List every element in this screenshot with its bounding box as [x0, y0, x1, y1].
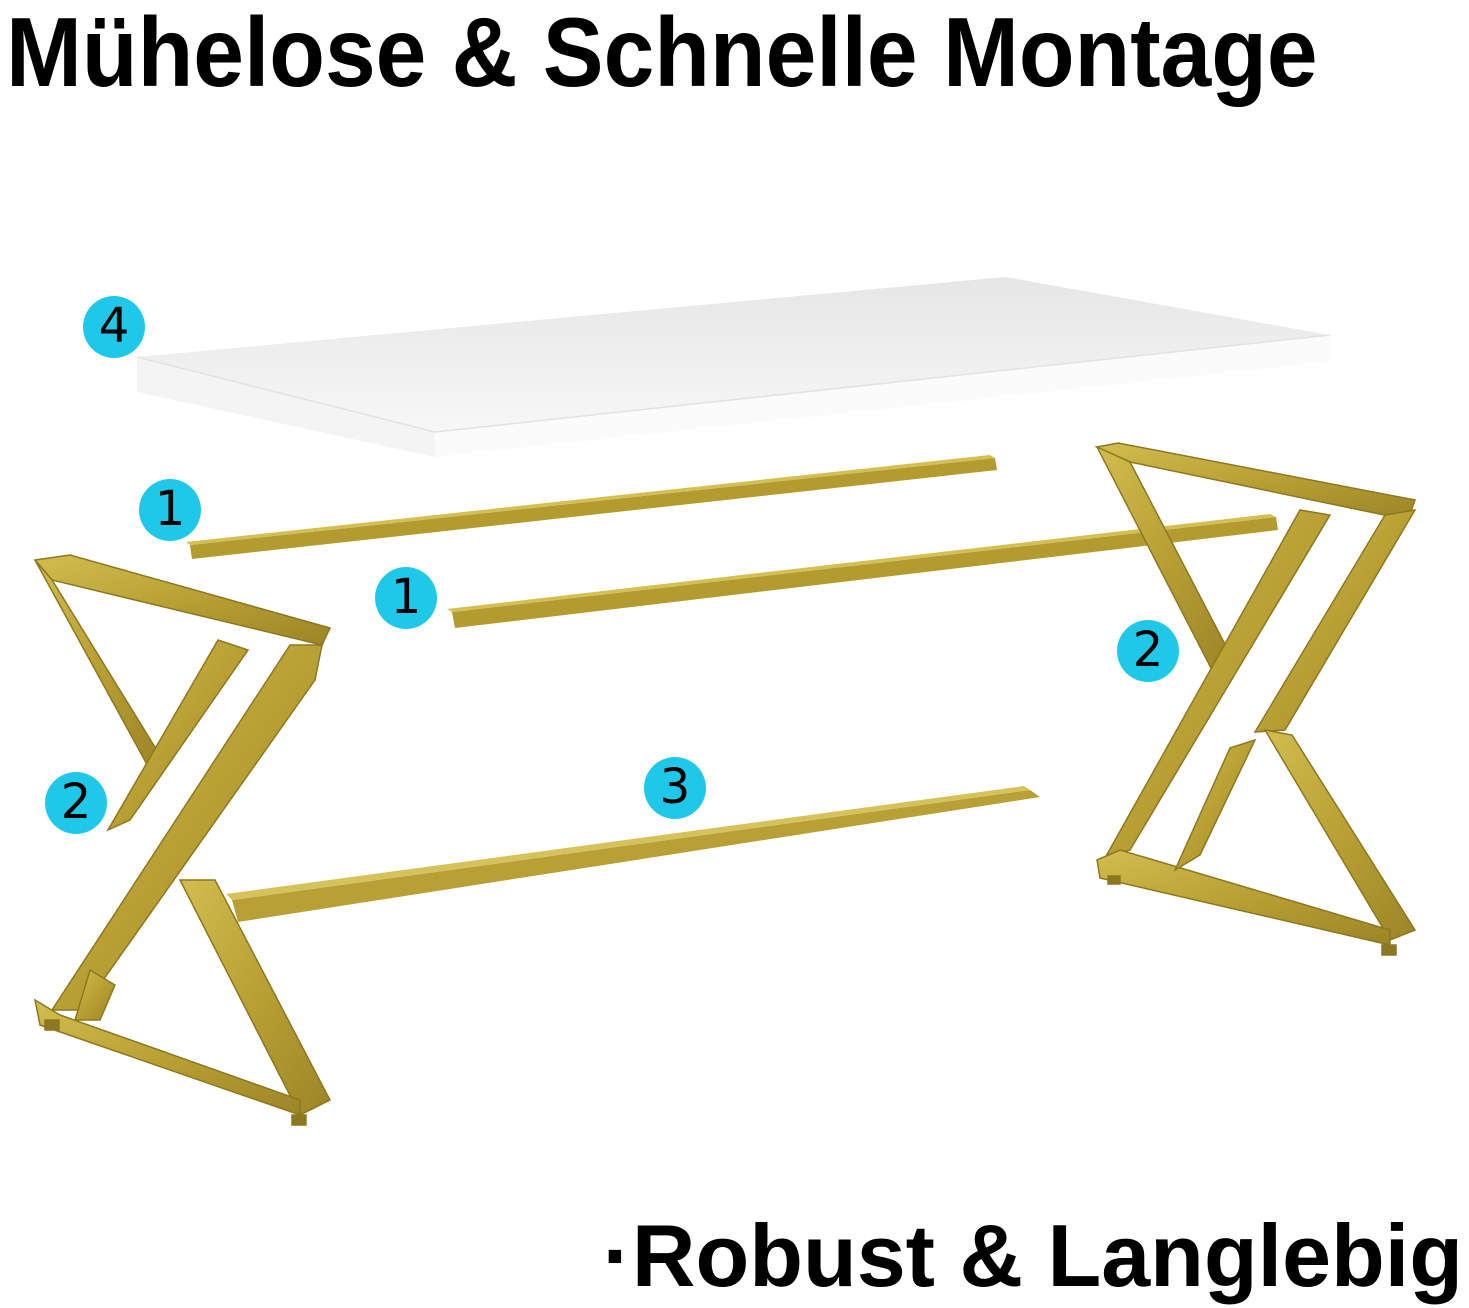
badge-part-leg-right: 2 — [1117, 620, 1179, 682]
crossbar-top-left — [186, 455, 997, 559]
crossbar-top-right — [447, 514, 1278, 628]
badge-part-leg-left: 2 — [45, 772, 107, 834]
badge-part-crossbar-top-left: 1 — [139, 479, 201, 541]
headline: Mühelose & Schnelle Montage — [0, 0, 1469, 107]
badge-part-bottom-bar: 3 — [644, 757, 706, 819]
footer-tagline: ·Robust & Langlebig — [460, 1205, 1469, 1305]
badge-part-crossbar-top-right: 1 — [375, 567, 437, 629]
page-title: Mühelose & Schnelle Montage — [6, 0, 1318, 107]
bottom-bar — [226, 786, 1040, 922]
tagline: ·Robust & Langlebig — [602, 1206, 1463, 1305]
badge-part-tabletop: 4 — [83, 296, 145, 358]
leg-left — [33, 554, 332, 1126]
leg-right — [1094, 442, 1417, 956]
tabletop — [136, 277, 1331, 457]
